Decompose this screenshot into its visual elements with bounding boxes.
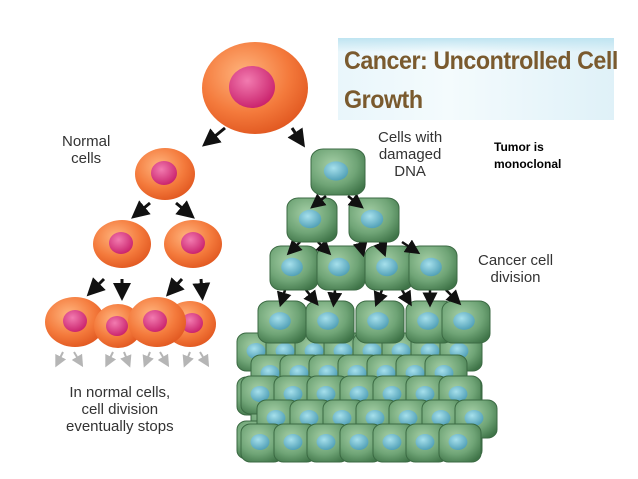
arrow xyxy=(334,290,335,300)
cancer-cell xyxy=(317,246,365,290)
label-normal-cells: Normal cells xyxy=(62,133,110,167)
label-line: cell division xyxy=(66,401,174,418)
normal-cell-row xyxy=(45,297,216,348)
label-line: damaged xyxy=(378,146,442,163)
label-line: Cells with xyxy=(378,129,442,146)
cancer-cell xyxy=(311,149,365,195)
arrow xyxy=(209,128,225,141)
label-line: In normal cells, xyxy=(66,384,174,401)
arrow xyxy=(201,279,202,292)
cancer-cell xyxy=(409,246,457,290)
parent-cell xyxy=(202,42,308,134)
cancer-cell xyxy=(258,301,306,343)
label-line: DNA xyxy=(378,163,442,180)
arrow xyxy=(138,203,150,213)
arrow xyxy=(176,203,188,213)
arrow xyxy=(402,290,408,300)
label-damaged-dna: Cells with damaged DNA xyxy=(378,129,442,180)
label-cancer-cell-division: Cancer cell division xyxy=(478,252,553,286)
arrow xyxy=(446,290,456,300)
label-line: Tumor is xyxy=(494,139,561,156)
normal-cell xyxy=(164,220,222,268)
label-line: division xyxy=(478,269,553,286)
cancer-cell xyxy=(356,301,404,343)
cancer-cell xyxy=(442,301,490,343)
label-line: eventually stops xyxy=(66,418,174,435)
cancer-cell xyxy=(287,198,337,242)
arrow xyxy=(292,128,300,140)
label-tumor-monoclonal: Tumor is monoclonal xyxy=(494,139,561,173)
cancer-cell xyxy=(306,301,354,343)
arrow xyxy=(282,290,285,300)
label-normal-division-stops: In normal cells, cell division eventuall… xyxy=(66,384,174,435)
label-line: monoclonal xyxy=(494,156,561,173)
arrow xyxy=(306,290,314,300)
label-line: Normal xyxy=(62,133,110,150)
arrow xyxy=(172,279,182,290)
normal-cell xyxy=(93,220,151,268)
cancer-cell xyxy=(349,198,399,242)
arrow xyxy=(378,290,382,300)
cancer-cell xyxy=(439,424,481,462)
cancer-cell xyxy=(270,246,318,290)
arrow xyxy=(93,279,104,290)
label-line: Cancer cell xyxy=(478,252,553,269)
label-line: cells xyxy=(62,150,110,167)
normal-cell xyxy=(135,148,195,200)
cancer-cell-lineage xyxy=(237,149,497,462)
stopped-division-arrows xyxy=(58,352,206,362)
cancer-cell xyxy=(365,246,413,290)
